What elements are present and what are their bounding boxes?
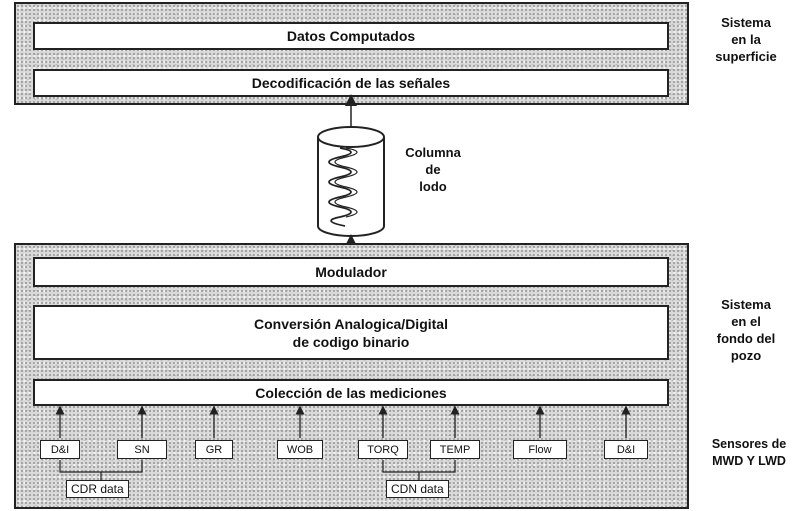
sensor-label: D&I <box>50 443 70 456</box>
mud-label-line-1: Columna <box>405 145 461 160</box>
mud-column-label: Columna de lodo <box>398 144 468 195</box>
conversion-label-line-2: de codigo binario <box>292 333 410 350</box>
downhole-label-line-4: pozo <box>730 348 762 363</box>
downhole-label-line-3: fondo del <box>716 331 776 346</box>
downhole-system-label: Sistema en el fondo del pozo <box>700 296 792 364</box>
sensor-di-1: D&I <box>40 440 80 459</box>
computed-data-box: Datos Computados <box>33 22 669 50</box>
sensor-label: TORQ <box>367 443 399 456</box>
conversion-box: Conversión Analogica/Digital de codigo b… <box>33 305 669 360</box>
sensor-label: WOB <box>286 443 314 456</box>
sensor-temp: TEMP <box>430 440 480 459</box>
downhole-label-line-1: Sistema <box>721 297 771 312</box>
sensor-wob: WOB <box>277 440 323 459</box>
collection-label: Colección de las mediciones <box>255 384 447 401</box>
mud-cylinder <box>317 126 385 237</box>
sensor-gr: GR <box>195 440 233 459</box>
cdn-data-label: CDN data <box>386 480 449 498</box>
signal-decoding-label: Decodificación de las señales <box>251 75 451 91</box>
signal-decoding-box: Decodificación de las señales <box>33 69 669 97</box>
cdr-data-text: CDR data <box>71 482 124 496</box>
sensor-label: GR <box>205 443 223 456</box>
modulator-label: Modulador <box>315 264 387 280</box>
mud-label-line-2: de <box>425 162 441 177</box>
surface-label-line-1: Sistema <box>721 15 771 30</box>
sensor-torq: TORQ <box>358 440 408 459</box>
surface-system-label: Sistema en la superficie <box>700 14 792 65</box>
sensors-label: Sensores de MWD Y LWD <box>696 436 802 470</box>
cdn-data-text: CDN data <box>391 482 444 496</box>
cdr-bracket <box>59 460 143 473</box>
sensor-di-2: D&I <box>604 440 648 459</box>
sensor-label: SN <box>134 443 150 456</box>
downhole-system-panel <box>14 243 689 509</box>
sensor-label: Flow <box>528 443 552 456</box>
downhole-label-line-2: en el <box>731 314 761 329</box>
sensor-label: TEMP <box>439 443 471 456</box>
surface-label-line-3: superficie <box>715 49 777 64</box>
sensor-sn: SN <box>117 440 167 459</box>
computed-data-label: Datos Computados <box>286 28 416 44</box>
conversion-label-line-1: Conversión Analogica/Digital <box>254 315 448 332</box>
surface-label-line-2: en la <box>731 32 761 47</box>
modulator-box: Modulador <box>33 257 669 287</box>
sensors-label-line-1: Sensores de <box>711 437 787 451</box>
sensor-flow: Flow <box>513 440 567 459</box>
cdr-data-label: CDR data <box>66 480 129 498</box>
sensors-label-line-2: MWD Y LWD <box>712 454 786 468</box>
cdn-bracket <box>382 460 456 473</box>
mud-label-line-3: lodo <box>419 179 447 194</box>
collection-box: Colección de las mediciones <box>33 379 669 406</box>
sensor-label: D&I <box>616 443 636 456</box>
